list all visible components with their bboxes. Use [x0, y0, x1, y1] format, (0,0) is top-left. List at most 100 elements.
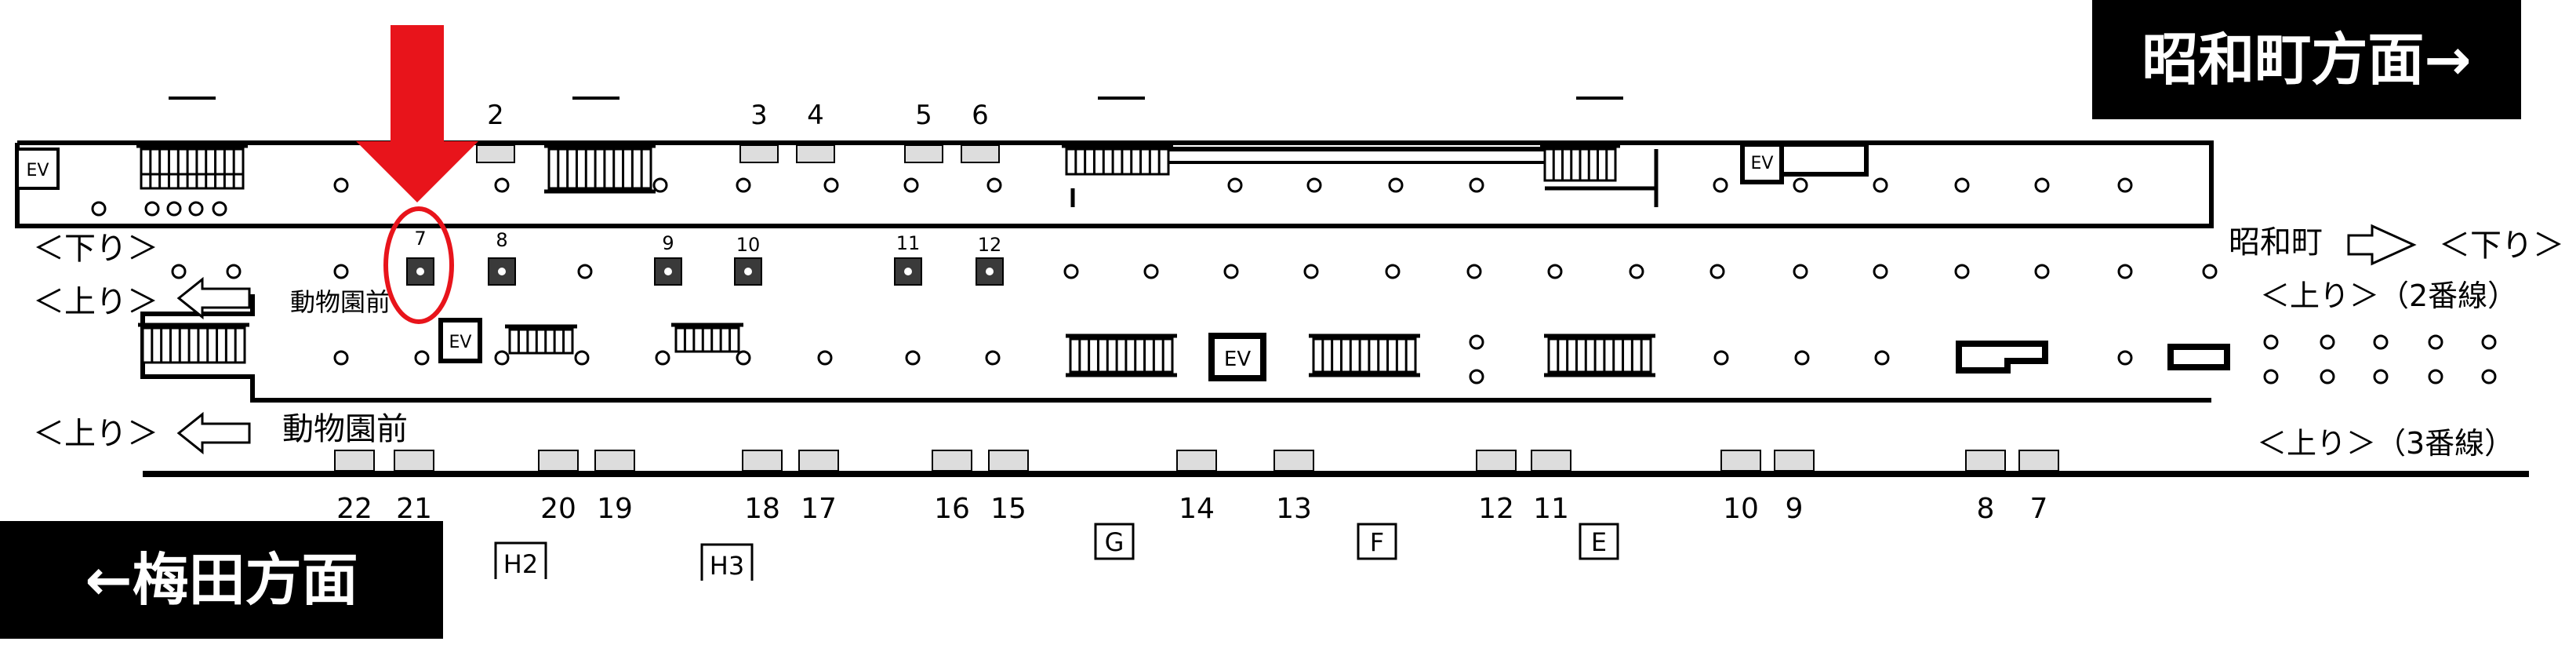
svg-text:EV: EV — [449, 333, 472, 352]
pillar-circle — [1713, 177, 1728, 193]
doubutsuenmae-lower-label: 動物園前 — [282, 411, 408, 447]
pillar-circle — [1469, 334, 1484, 350]
pillar-circle — [655, 350, 670, 366]
pillar-circle — [1873, 264, 1888, 279]
exit-frame — [1357, 523, 1397, 560]
pillar-circle — [1466, 264, 1482, 279]
pillar-circle — [2263, 369, 2279, 384]
pillar-circle — [1223, 264, 1239, 279]
top-car-boxes — [476, 144, 1000, 163]
car-position-box — [961, 144, 1000, 163]
stairs-icon — [136, 144, 248, 190]
door-position-dot — [664, 268, 672, 275]
doubutsuenmae-upper-label: 動物園前 — [290, 287, 391, 317]
pillar-circle — [905, 350, 921, 366]
pillar-circles — [91, 177, 2497, 384]
pillar-circle — [2481, 369, 2497, 384]
pillar-circle — [2117, 350, 2133, 366]
pillar-circle — [1143, 264, 1159, 279]
pillar-circle — [736, 177, 751, 193]
pillar-circle — [226, 264, 242, 279]
pillar-circle — [171, 264, 187, 279]
elevator-middle-left: EV — [438, 318, 482, 363]
pillar-circle — [2428, 334, 2443, 350]
stairs-frame — [1069, 337, 1174, 374]
car-position-box — [1476, 450, 1517, 472]
car-number: 8 — [1977, 493, 1995, 525]
pillar-circle — [2034, 264, 2050, 279]
car-number: 9 — [1786, 493, 1804, 525]
pillar-circle — [1793, 264, 1808, 279]
highlight-circle — [383, 206, 454, 324]
showacho-label: 昭和町 — [2229, 224, 2323, 261]
stairs-icon — [1309, 333, 1420, 377]
car-position-box — [1720, 450, 1761, 472]
door-position-dot — [986, 268, 994, 275]
umeda-direction-badge: ←梅田方面 — [0, 521, 443, 639]
door-position-dot — [498, 268, 506, 275]
pillar-circle — [188, 201, 204, 217]
car-number: 22 — [336, 493, 372, 525]
car-position-box — [538, 450, 579, 472]
exit-g-label: G — [1094, 523, 1135, 560]
car-position-box — [394, 450, 434, 472]
exit-text: E — [1591, 527, 1607, 557]
stairs-icon — [1544, 333, 1655, 377]
car-number: 12 — [1478, 493, 1514, 525]
door-position-dot — [744, 268, 752, 275]
upper-platform — [15, 97, 2214, 228]
car-position-box — [1176, 450, 1217, 472]
pillar-circle — [414, 350, 430, 366]
stairs-icon — [1066, 333, 1177, 377]
car-position-box — [988, 450, 1029, 472]
door-number: 7 — [414, 228, 426, 250]
pillar-circle — [2428, 369, 2443, 384]
car-position-box — [334, 450, 375, 472]
pillar-circle — [1547, 264, 1563, 279]
pillar-circle — [494, 350, 510, 366]
pillar-circle — [333, 177, 349, 193]
exit-frame — [494, 541, 547, 579]
pillar-circle — [652, 177, 668, 193]
car-position-box — [594, 450, 635, 472]
exit-frame — [1094, 523, 1135, 560]
showacho-direction-badge: 昭和町方面→ — [2092, 0, 2521, 119]
pillar-circle — [736, 350, 751, 366]
pillar-circle — [1793, 177, 1808, 193]
stairs-icon — [505, 324, 577, 355]
exit-text: H3 — [710, 551, 744, 581]
kudari-left-label: ＜下り＞ — [33, 231, 158, 267]
svg-text:EV: EV — [27, 161, 49, 180]
pillar-circle — [144, 201, 160, 217]
pillar-circle — [2373, 369, 2389, 384]
pillar-circle — [91, 201, 107, 217]
svg-text:EV: EV — [1224, 348, 1251, 371]
arrow-right-icon — [2347, 224, 2417, 266]
door-number: 11 — [896, 232, 921, 254]
exit-frame — [1579, 523, 1619, 560]
car-number: 21 — [396, 493, 432, 525]
pillar-circle — [166, 201, 182, 217]
highlight-arrow-icon — [356, 25, 478, 202]
nobori-left-label: ＜上り＞ — [33, 284, 158, 320]
pillar-circle — [577, 264, 593, 279]
pillar-circle — [1227, 177, 1243, 193]
stairs-frame — [141, 326, 246, 364]
pillar-circle — [1794, 350, 1810, 366]
arrow-left-upper-icon — [176, 276, 251, 320]
pillar-circle — [1469, 369, 1484, 384]
car-number: 14 — [1179, 493, 1215, 525]
pillar-circle — [2320, 369, 2335, 384]
exit-text: G — [1105, 527, 1125, 557]
pillar-circle — [212, 201, 227, 217]
door-position-square — [654, 257, 682, 286]
car-position-box — [1531, 450, 1571, 472]
pillar-circle — [2481, 334, 2497, 350]
pillar-circle — [2117, 264, 2133, 279]
door-position-dot — [416, 268, 424, 275]
track3-car-boxes — [334, 450, 2059, 472]
nobori-left-lower-label: ＜上り＞ — [33, 416, 158, 452]
pillar-circle — [1709, 264, 1725, 279]
